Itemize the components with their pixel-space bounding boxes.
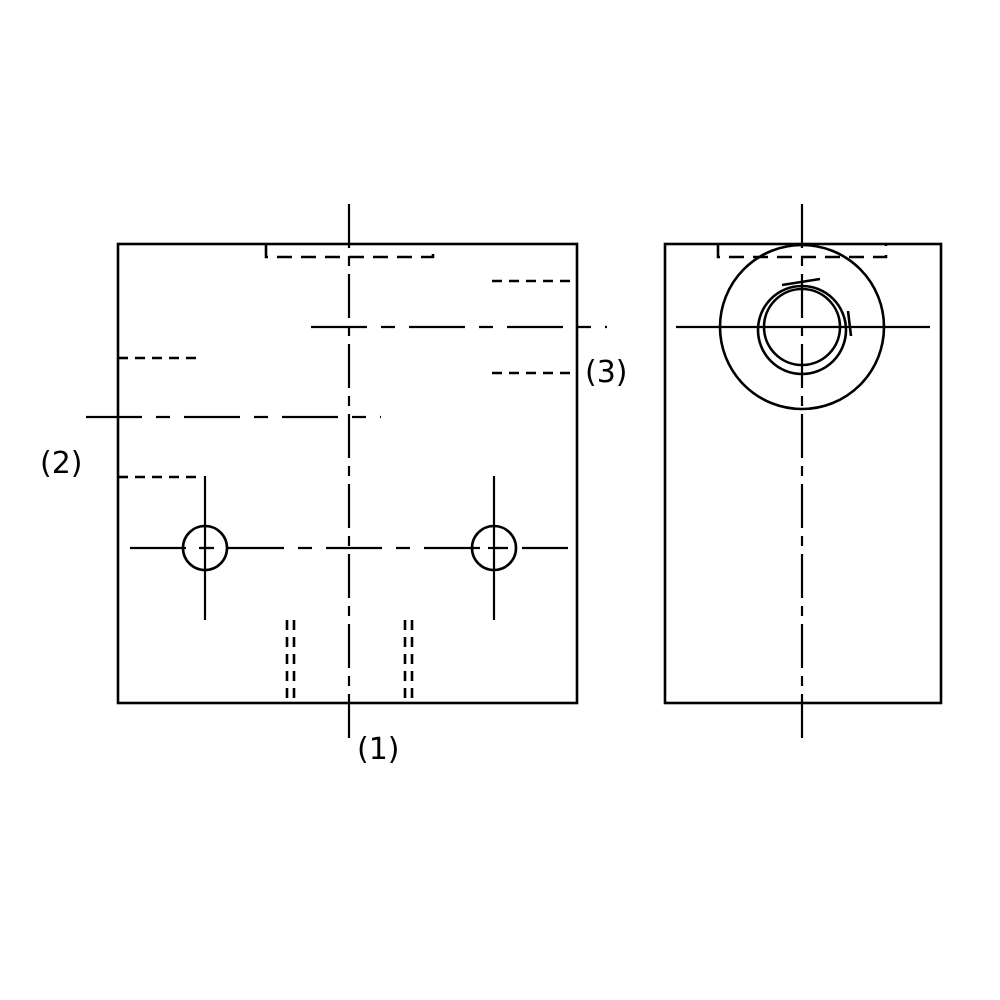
port-3-label: (3) — [585, 355, 628, 390]
front-view-outline — [116, 242, 579, 705]
side-port-thread-end — [846, 310, 853, 337]
port-1-bore-hidden — [285, 620, 414, 703]
side-view — [663, 204, 943, 742]
mounting-hole-left — [181, 476, 229, 620]
mounting-hole-right — [470, 476, 518, 620]
port-2-label: (2) — [40, 446, 83, 481]
front-view — [86, 204, 607, 742]
port-1-label: (1) — [357, 732, 400, 767]
